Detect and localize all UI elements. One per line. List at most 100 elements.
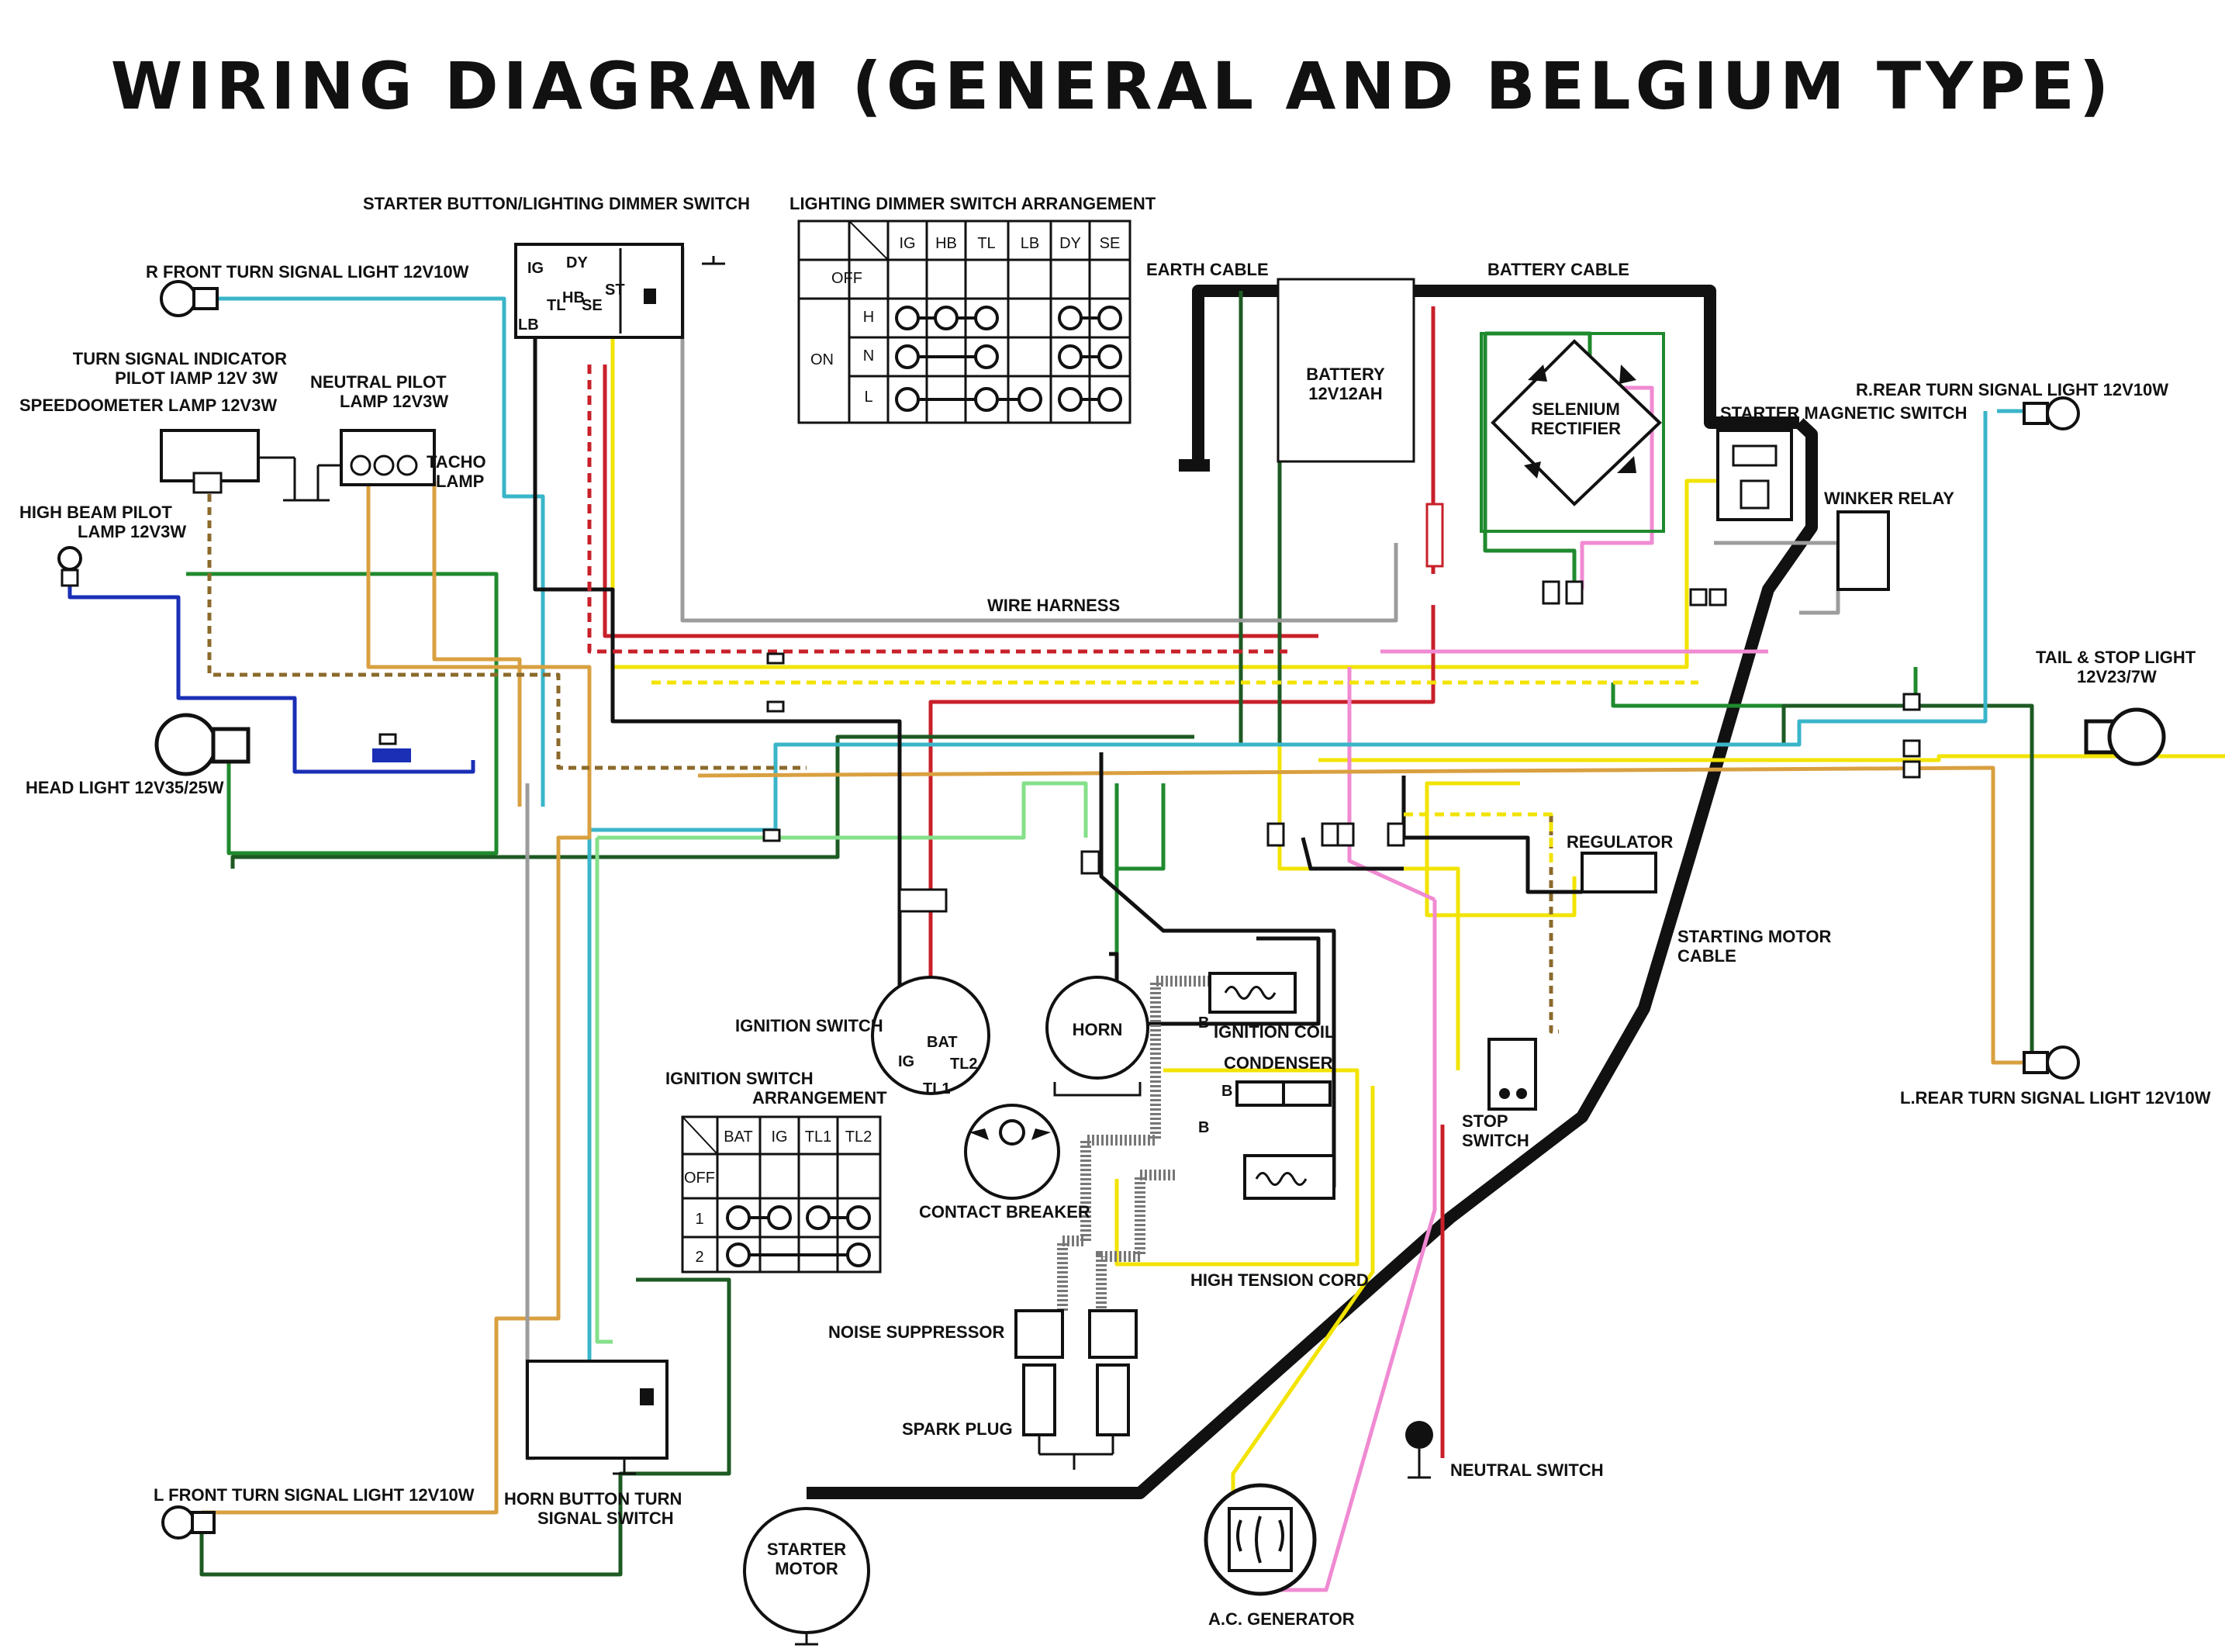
svg-text:HB: HB bbox=[562, 289, 585, 306]
battery: BATTERY 12V12AH bbox=[1277, 278, 1444, 568]
svg-text:12V12AH: 12V12AH bbox=[1308, 384, 1382, 403]
svg-text:BATTERY: BATTERY bbox=[1306, 365, 1385, 384]
spark-plugs bbox=[1014, 1309, 1138, 1470]
connectors bbox=[378, 580, 1921, 913]
svg-text:SWITCH: SWITCH bbox=[1462, 1131, 1529, 1150]
svg-text:TL: TL bbox=[547, 297, 565, 314]
svg-text:TAIL & STOP LIGHT: TAIL & STOP LIGHT bbox=[2036, 648, 2196, 667]
diagram-title: WIRING DIAGRAM (GENERAL AND BELGIUM TYPE… bbox=[111, 48, 2114, 124]
speedometer-lamp bbox=[160, 429, 306, 502]
svg-text:A.C. GENERATOR: A.C. GENERATOR bbox=[1208, 1609, 1355, 1629]
svg-text:CONTACT BREAKER: CONTACT BREAKER bbox=[919, 1202, 1090, 1222]
svg-text:SE: SE bbox=[582, 297, 603, 314]
svg-text:OFF: OFF bbox=[831, 270, 862, 287]
svg-text:TL1: TL1 bbox=[805, 1128, 831, 1146]
svg-text:H: H bbox=[863, 309, 874, 326]
svg-text:HORN: HORN bbox=[1073, 1020, 1123, 1039]
svg-text:TL: TL bbox=[977, 235, 995, 252]
svg-text:NEUTRAL PILOT: NEUTRAL PILOT bbox=[310, 372, 447, 392]
svg-text:TURN SIGNAL INDICATOR: TURN SIGNAL INDICATOR bbox=[73, 349, 287, 368]
svg-text:HORN BUTTON TURN: HORN BUTTON TURN bbox=[504, 1489, 682, 1509]
svg-text:CABLE: CABLE bbox=[1677, 946, 1736, 966]
svg-text:RECTIFIER: RECTIFIER bbox=[1531, 419, 1621, 438]
label-head-light: HEAD LIGHT 12V35/25W bbox=[26, 778, 224, 797]
svg-text:IG: IG bbox=[771, 1128, 787, 1146]
indicator-pilot-lamps bbox=[306, 429, 436, 502]
starter-motor: STARTER MOTOR bbox=[743, 1507, 870, 1646]
svg-text:SIGNAL SWITCH: SIGNAL SWITCH bbox=[537, 1509, 674, 1528]
high-tension-cord bbox=[1057, 976, 1210, 1311]
svg-text:DY: DY bbox=[1059, 235, 1081, 252]
svg-text:LAMP: LAMP bbox=[436, 472, 484, 491]
ignition-switch-table: BAT IG TL1 TL2 OFF 1 2 bbox=[681, 1115, 882, 1274]
svg-text:SPARK PLUG: SPARK PLUG bbox=[902, 1419, 1013, 1439]
head-light bbox=[154, 713, 411, 776]
svg-text:BAT: BAT bbox=[724, 1128, 752, 1146]
svg-text:DY: DY bbox=[566, 254, 588, 271]
svg-text:ARRANGEMENT: ARRANGEMENT bbox=[752, 1088, 887, 1108]
svg-text:ON: ON bbox=[810, 351, 834, 368]
r-rear-turn-lamp bbox=[2023, 396, 2080, 430]
high-beam-pilot-lamp bbox=[57, 546, 82, 587]
ignition-coil: B bbox=[1198, 972, 1297, 1032]
dimmer-switch-table: IG HB TL LB DY SE OFF ON H N L bbox=[797, 219, 1132, 424]
svg-text:1: 1 bbox=[695, 1211, 703, 1228]
svg-text:SELENIUM: SELENIUM bbox=[1532, 399, 1620, 419]
contact-breaker bbox=[964, 1104, 1060, 1200]
svg-text:IGNITION SWITCH: IGNITION SWITCH bbox=[735, 1016, 883, 1035]
svg-text:TL2: TL2 bbox=[950, 1056, 978, 1073]
starter-dimmer-switch: IG DY ST LB TL HB SE bbox=[514, 243, 725, 339]
svg-text:LAMP 12V3W: LAMP 12V3W bbox=[78, 522, 186, 541]
svg-text:LB: LB bbox=[1021, 235, 1039, 252]
svg-text:IG: IG bbox=[527, 260, 544, 277]
svg-text:PILOT lAMP 12V 3W: PILOT lAMP 12V 3W bbox=[115, 368, 278, 388]
svg-text:OFF: OFF bbox=[684, 1170, 715, 1187]
svg-text:B: B bbox=[1198, 1014, 1209, 1032]
svg-text:2: 2 bbox=[695, 1249, 703, 1266]
l-rear-turn-lamp bbox=[2023, 1045, 2080, 1080]
r-front-turn-lamp bbox=[160, 280, 219, 317]
svg-text:CONDENSER: CONDENSER bbox=[1224, 1053, 1333, 1073]
label-speedometer: SPEEDOOMETER LAMP 12V3W bbox=[19, 396, 277, 415]
horn: HORN bbox=[1045, 976, 1149, 1097]
label-r-front-turn: R FRONT TURN SIGNAL LIGHT 12V10W bbox=[146, 262, 469, 282]
tail-stop-light bbox=[2084, 707, 2166, 766]
svg-text:STARTER: STARTER bbox=[767, 1540, 846, 1559]
earth-battery-cable bbox=[1179, 285, 1799, 472]
svg-text:STARTER MAGNETIC SWITCH: STARTER MAGNETIC SWITCH bbox=[1720, 403, 1968, 423]
svg-text:N: N bbox=[863, 347, 874, 365]
ac-generator bbox=[1204, 1483, 1317, 1596]
svg-text:SE: SE bbox=[1100, 235, 1121, 252]
svg-text:MOTOR: MOTOR bbox=[775, 1559, 838, 1578]
horn-button-switch bbox=[526, 1360, 669, 1475]
svg-text:TL1: TL1 bbox=[923, 1080, 951, 1097]
starter-magnetic-switch bbox=[1716, 429, 1793, 521]
label-wire-harness: WIRE HARNESS bbox=[987, 596, 1120, 615]
svg-text:STARTING MOTOR: STARTING MOTOR bbox=[1677, 927, 1832, 946]
svg-text:B: B bbox=[1198, 1119, 1209, 1136]
svg-text:HB: HB bbox=[935, 235, 957, 252]
svg-text:L FRONT TURN SIGNAL LIGHT 12V1: L FRONT TURN SIGNAL LIGHT 12V10W bbox=[154, 1485, 475, 1505]
stop-switch bbox=[1487, 1038, 1537, 1111]
svg-text:NEUTRAL SWITCH: NEUTRAL SWITCH bbox=[1450, 1460, 1604, 1480]
ignition-switch: IG BAT TL2 TL1 bbox=[871, 976, 990, 1097]
svg-text:TL2: TL2 bbox=[845, 1128, 872, 1146]
svg-text:IG: IG bbox=[899, 235, 915, 252]
svg-text:IGNITION COIL: IGNITION COIL bbox=[1214, 1022, 1335, 1042]
svg-text:BAT: BAT bbox=[927, 1034, 958, 1051]
l-front-turn-lamp bbox=[161, 1505, 216, 1540]
svg-text:B: B bbox=[1221, 1083, 1232, 1100]
condenser: B bbox=[1221, 1080, 1332, 1107]
svg-text:LAMP 12V3W: LAMP 12V3W bbox=[340, 392, 448, 411]
svg-text:BATTERY CABLE: BATTERY CABLE bbox=[1487, 260, 1629, 279]
svg-text:EARTH CABLE: EARTH CABLE bbox=[1146, 260, 1269, 279]
svg-text:ST: ST bbox=[605, 282, 625, 299]
svg-text:HIGH BEAM PILOT: HIGH BEAM PILOT bbox=[19, 503, 172, 522]
wire-harness-lines bbox=[67, 246, 2225, 1592]
svg-text:L.REAR TURN SIGNAL LIGHT 12V10: L.REAR TURN SIGNAL LIGHT 12V10W bbox=[1900, 1088, 2211, 1108]
svg-text:NOISE SUPPRESSOR: NOISE SUPPRESSOR bbox=[828, 1322, 1005, 1342]
label-starter-button: STARTER BUTTON/LIGHTING DIMMER SWITCH bbox=[363, 194, 750, 213]
selenium-rectifier: SELENIUM RECTIFIER bbox=[1480, 332, 1665, 533]
component-labels: STARTER BUTTON/LIGHTING DIMMER SWITCH LI… bbox=[19, 194, 2211, 1629]
